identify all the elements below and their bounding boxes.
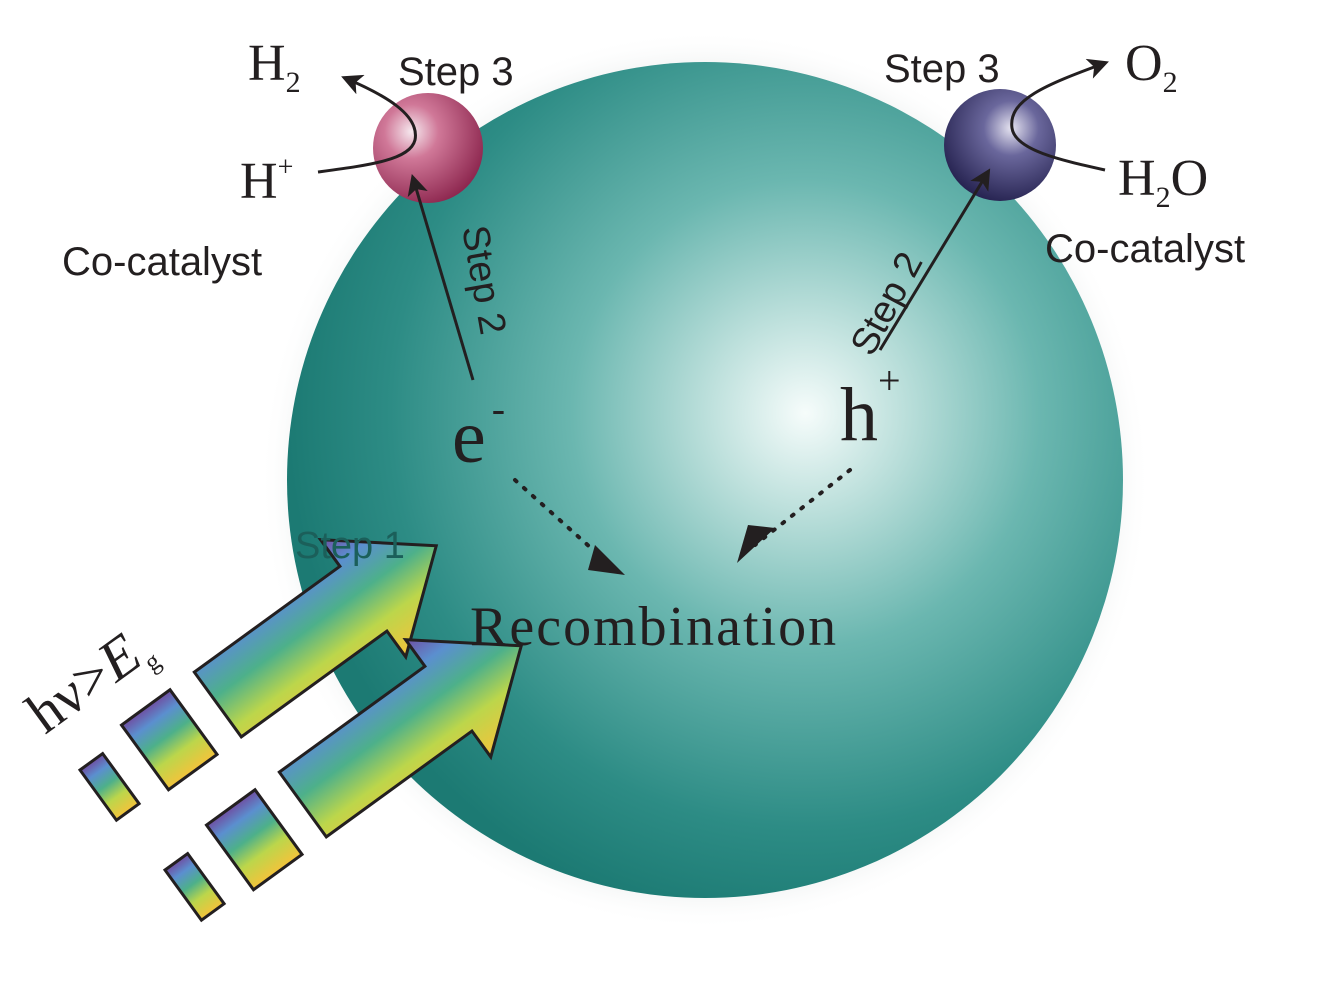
photon-segment xyxy=(119,687,220,792)
photon-arrow xyxy=(192,537,439,739)
o2-evolution-arrow xyxy=(1010,58,1109,172)
hole-recombination-arrow xyxy=(753,468,852,547)
recombination-label: Recombination xyxy=(470,596,838,658)
electron-recombination-arrowhead xyxy=(588,545,625,575)
h-plus-label: H+ xyxy=(240,152,293,210)
step3-right-label: Step 3 xyxy=(884,47,1000,91)
hole-label: h+ xyxy=(840,358,901,457)
hole-recombination-arrowhead xyxy=(737,525,775,563)
step1-label: Step 1 xyxy=(295,525,405,567)
h2-evolution-arrow xyxy=(317,74,417,174)
cocatalyst-left-label: Co-catalyst xyxy=(62,240,262,284)
photon-beam-lower xyxy=(162,637,524,923)
step3-left-label: Step 3 xyxy=(398,50,514,94)
photon-segment xyxy=(162,851,227,923)
cocatalyst-reduction-particle xyxy=(373,93,483,203)
o2-label: O2 xyxy=(1125,35,1178,99)
photon-beam-upper xyxy=(77,537,439,823)
cocatalyst-oxidation-particle xyxy=(944,89,1056,201)
h2o-label: H2O xyxy=(1118,150,1208,214)
cocatalyst-right-label: Co-catalyst xyxy=(1045,227,1245,271)
photon-segment xyxy=(204,787,305,892)
h2-label: H2 xyxy=(248,35,301,99)
hole-migration-arrow xyxy=(878,168,991,351)
electron-label: e- xyxy=(452,386,505,479)
electron-migration-arrow xyxy=(407,173,475,381)
photon-segment xyxy=(77,751,142,823)
photon-arrow xyxy=(277,637,524,839)
